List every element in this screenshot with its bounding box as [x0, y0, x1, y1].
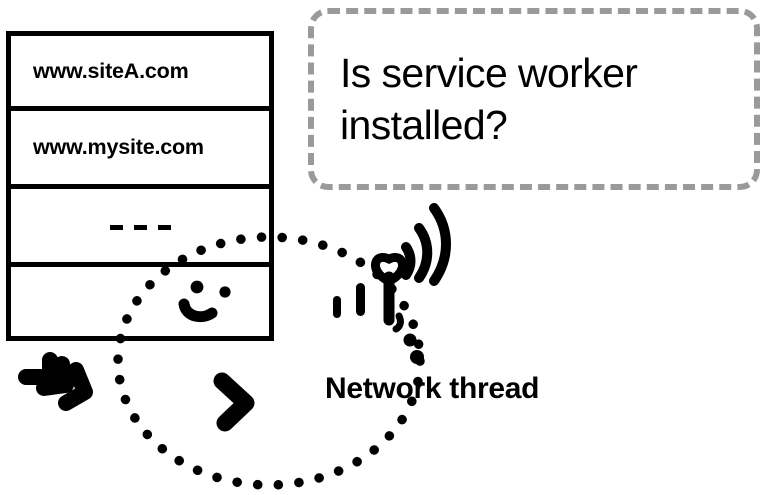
eye-right-icon: [219, 286, 231, 298]
signal-arc-2: [414, 223, 433, 283]
site-url-label: www.siteA.com: [33, 58, 189, 83]
antenna-trail-dots-icon: [392, 312, 424, 364]
antenna-signal-icon: [370, 203, 451, 326]
question-bubble: Is service worker installed?: [308, 8, 760, 190]
bubble-text: Is service worker installed?: [340, 47, 638, 152]
signal-arc-1: [401, 242, 416, 280]
antenna-motion-ticks-icon: [333, 283, 365, 318]
motion-chevron-1: [18, 352, 58, 385]
site-url-label: www.mysite.com: [33, 135, 204, 159]
mouth-smile-icon: [178, 298, 218, 323]
ellipsis-icon: [109, 225, 171, 230]
bubble-line-2: installed?: [340, 102, 508, 148]
motion-chevron-2: [36, 356, 74, 396]
motion-chevron-trail-icon: [18, 352, 93, 411]
smiley-face: [178, 280, 231, 323]
list-item-ellipsis: [11, 189, 269, 267]
network-thread-label: Network thread: [325, 372, 540, 405]
list-item[interactable]: www.siteA.com: [11, 36, 269, 111]
bubble-line-1: Is service worker: [340, 49, 638, 96]
eye-left-icon: [190, 280, 204, 294]
arrow-chevron-icon: [213, 372, 255, 432]
list-item[interactable]: www.mysite.com: [11, 111, 269, 189]
motion-chevron-3: [58, 362, 93, 411]
signal-arc-3: [429, 203, 451, 286]
